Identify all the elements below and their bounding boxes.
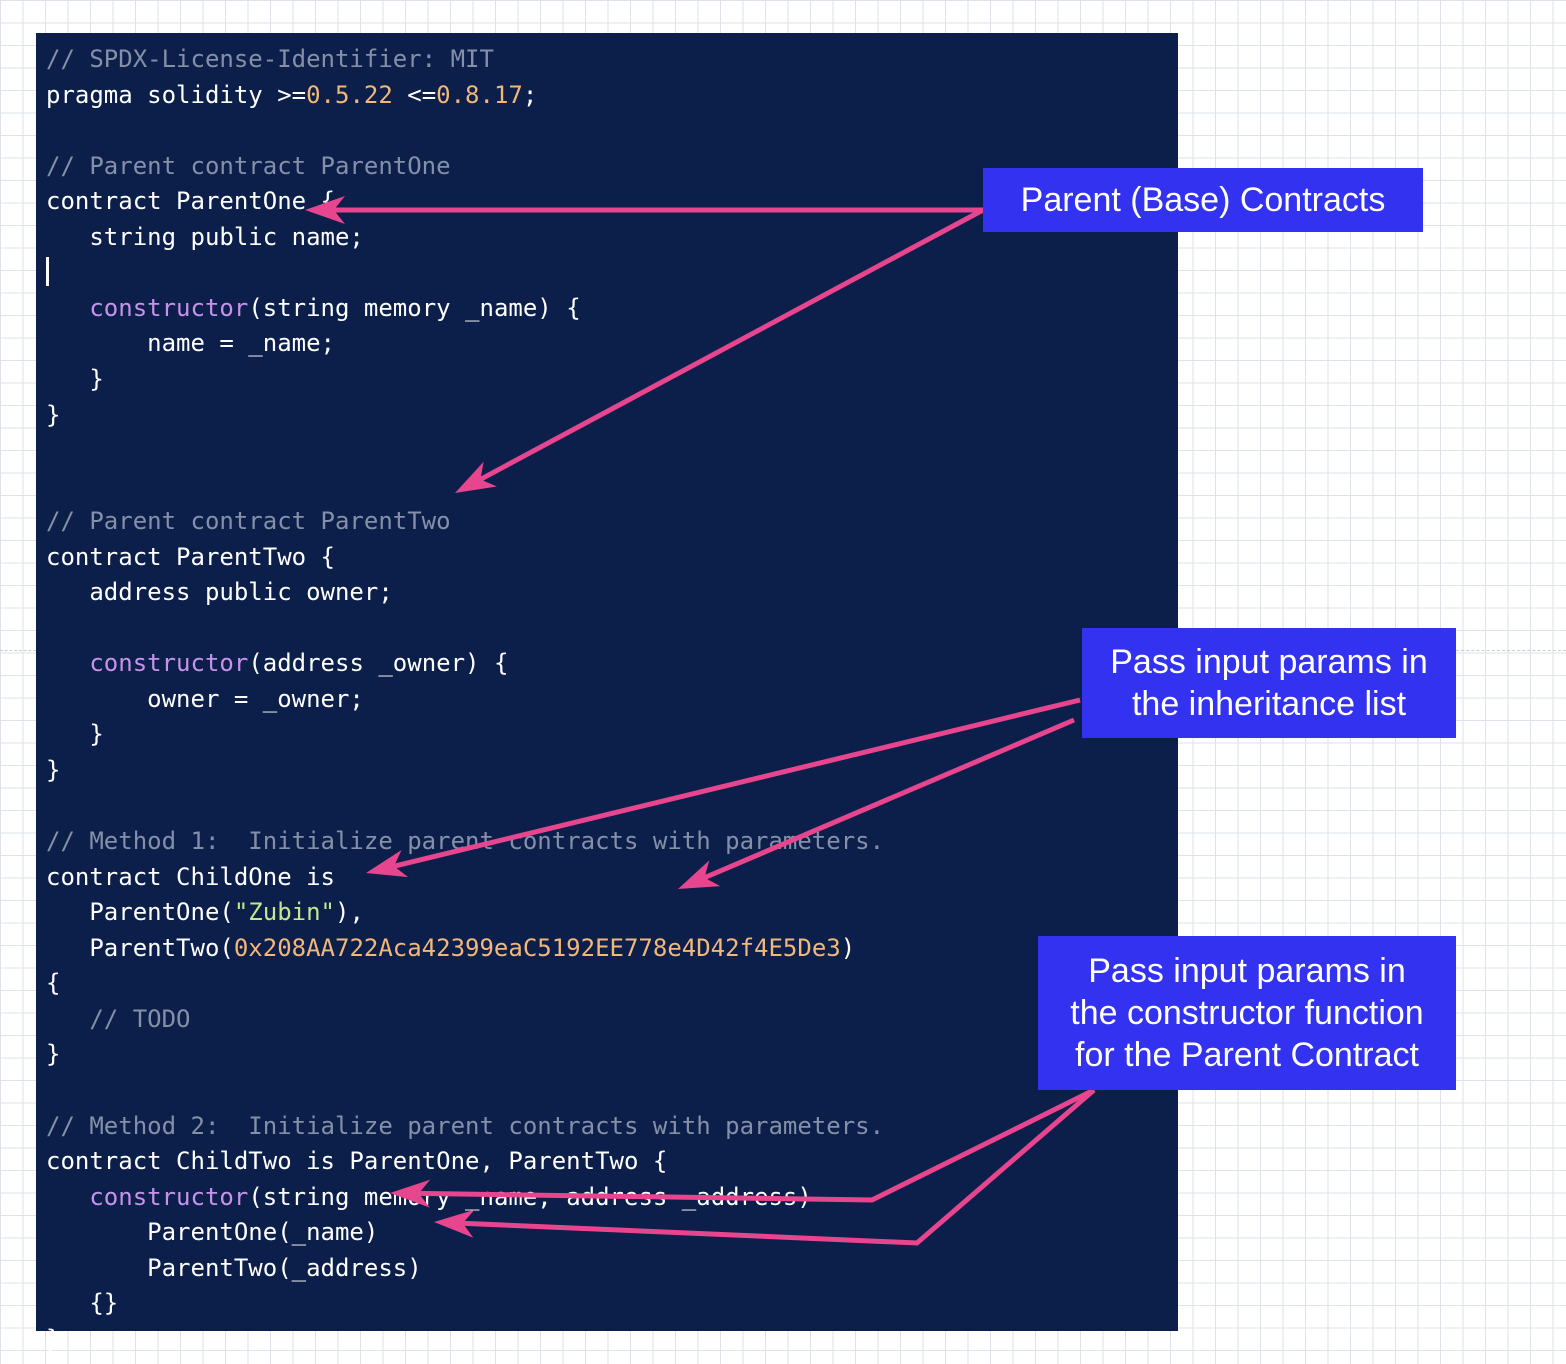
code-token-plain: } — [46, 756, 61, 784]
code-line: address public owner; — [46, 574, 393, 610]
code-token-plain: owner = _owner; — [46, 684, 364, 713]
callout-line: Pass input params in — [1110, 643, 1428, 681]
code-line: } — [46, 1036, 60, 1072]
code-token-number: 0.5.22 — [306, 80, 393, 109]
code-token-plain: (address _owner) { — [248, 649, 509, 678]
code-line: constructor(address _owner) { — [46, 645, 508, 681]
code-token-plain: ), — [335, 898, 364, 927]
code-token-comment: // SPDX-License-Identifier: MIT — [46, 45, 494, 73]
code-token-plain: } — [46, 364, 104, 393]
code-token-plain: { — [46, 969, 61, 998]
code-line: string public name; — [46, 219, 364, 255]
code-token-plain: contract ChildOne is — [46, 862, 335, 891]
code-line: owner = _owner; — [46, 681, 364, 717]
code-token-plain: contract ParentOne { — [46, 187, 335, 216]
callout-line: Parent (Base) Contracts — [1020, 181, 1386, 219]
code-token-plain: } — [46, 400, 61, 429]
code-line: // Parent contract ParentOne — [46, 148, 451, 184]
code-line: name = _name; — [46, 325, 335, 361]
code-line: } — [46, 1321, 60, 1357]
callout-inheritance-list: Pass input params in the inheritance lis… — [1082, 628, 1456, 738]
code-token-plain: string public name; — [46, 222, 364, 251]
code-line: constructor(string memory _name) { — [46, 290, 581, 326]
dashed-guide-right — [1456, 650, 1566, 651]
code-line: // SPDX-License-Identifier: MIT — [46, 41, 494, 77]
code-line: {} — [46, 1285, 118, 1321]
code-token-plain: } — [46, 1040, 61, 1069]
code-token-plain: ; — [522, 80, 538, 109]
code-token-plain: } — [46, 720, 104, 749]
code-token-string: "Zubin" — [233, 898, 335, 927]
callout-constructor-function: Pass input params in the constructor fun… — [1038, 936, 1456, 1090]
code-line: // Parent contract ParentTwo — [46, 503, 451, 539]
code-token-plain — [46, 294, 89, 322]
code-line: // Method 2: Initialize parent contracts… — [46, 1108, 884, 1144]
code-token-plain: ParentTwo( — [46, 933, 234, 962]
code-line: // Method 1: Initialize parent contracts… — [46, 823, 884, 859]
code-token-comment: // TODO — [46, 1004, 191, 1033]
code-token-plain: ParentTwo(_address) — [46, 1253, 422, 1282]
code-token-comment: // Parent contract ParentOne — [46, 151, 451, 180]
code-line: // TODO — [46, 1001, 191, 1037]
code-token-plain — [46, 1183, 89, 1211]
code-token-plain: contract ChildTwo is ParentOne, ParentTw… — [46, 1147, 668, 1176]
dashed-guide-left — [0, 650, 36, 651]
code-token-plain: <= — [392, 80, 437, 109]
code-line: contract ChildOne is — [46, 859, 335, 895]
code-token-plain: contract ParentTwo { — [46, 542, 335, 571]
code-line: ParentTwo(0x208AA722Aca42399eaC5192EE778… — [46, 930, 855, 966]
code-token-plain: (string memory _name, address _address) — [248, 1182, 812, 1211]
code-line: } — [46, 752, 60, 788]
code-token-keyword: constructor — [89, 1182, 249, 1211]
code-token-comment: // Method 2: Initialize parent contracts… — [46, 1111, 885, 1140]
code-line: contract ChildTwo is ParentOne, ParentTw… — [46, 1143, 667, 1179]
code-token-comment: // Method 1: Initialize parent contracts… — [46, 827, 885, 856]
code-line: constructor(string memory _name, address… — [46, 1179, 812, 1215]
code-line: contract ParentTwo { — [46, 539, 335, 575]
text-caret — [46, 257, 49, 286]
code-token-number: 0x208AA722Aca42399eaC5192EE778e4D42f4E5D… — [233, 933, 841, 962]
code-token-keyword: constructor — [89, 649, 249, 678]
code-token-plain: (string memory _name) { — [248, 293, 581, 322]
code-token-plain: {} — [46, 1289, 119, 1318]
code-line: } — [46, 361, 104, 397]
code-line: ParentTwo(_address) — [46, 1250, 422, 1286]
code-token-plain: name = _name; — [46, 329, 335, 358]
code-token-plain: address public owner; — [46, 578, 393, 607]
code-token-plain: } — [46, 1324, 61, 1353]
code-token-plain: pragma solidity >= — [46, 80, 307, 109]
code-token-comment: // Parent contract ParentTwo — [46, 507, 451, 536]
code-token-plain: ) — [840, 933, 856, 962]
code-token-plain — [46, 649, 89, 677]
code-token-plain: ParentOne(_name) — [46, 1218, 379, 1247]
code-token-keyword: constructor — [89, 293, 249, 322]
code-line: { — [46, 965, 60, 1001]
code-line: } — [46, 716, 104, 752]
code-line: pragma solidity >=0.5.22 <=0.8.17; — [46, 77, 537, 113]
callout-line: the constructor function — [1070, 994, 1424, 1032]
code-line: ParentOne(_name) — [46, 1214, 378, 1250]
code-line: } — [46, 397, 60, 433]
callout-parent-base-contracts: Parent (Base) Contracts — [983, 168, 1423, 232]
code-token-number: 0.8.17 — [436, 80, 523, 109]
code-token-plain: ParentOne( — [46, 898, 234, 927]
code-line: ParentOne("Zubin"), — [46, 894, 364, 930]
code-line: contract ParentOne { — [46, 183, 335, 219]
callout-line: Pass input params in — [1088, 952, 1406, 990]
callout-line: for the Parent Contract — [1075, 1036, 1419, 1074]
callout-line: the inheritance list — [1131, 685, 1407, 723]
